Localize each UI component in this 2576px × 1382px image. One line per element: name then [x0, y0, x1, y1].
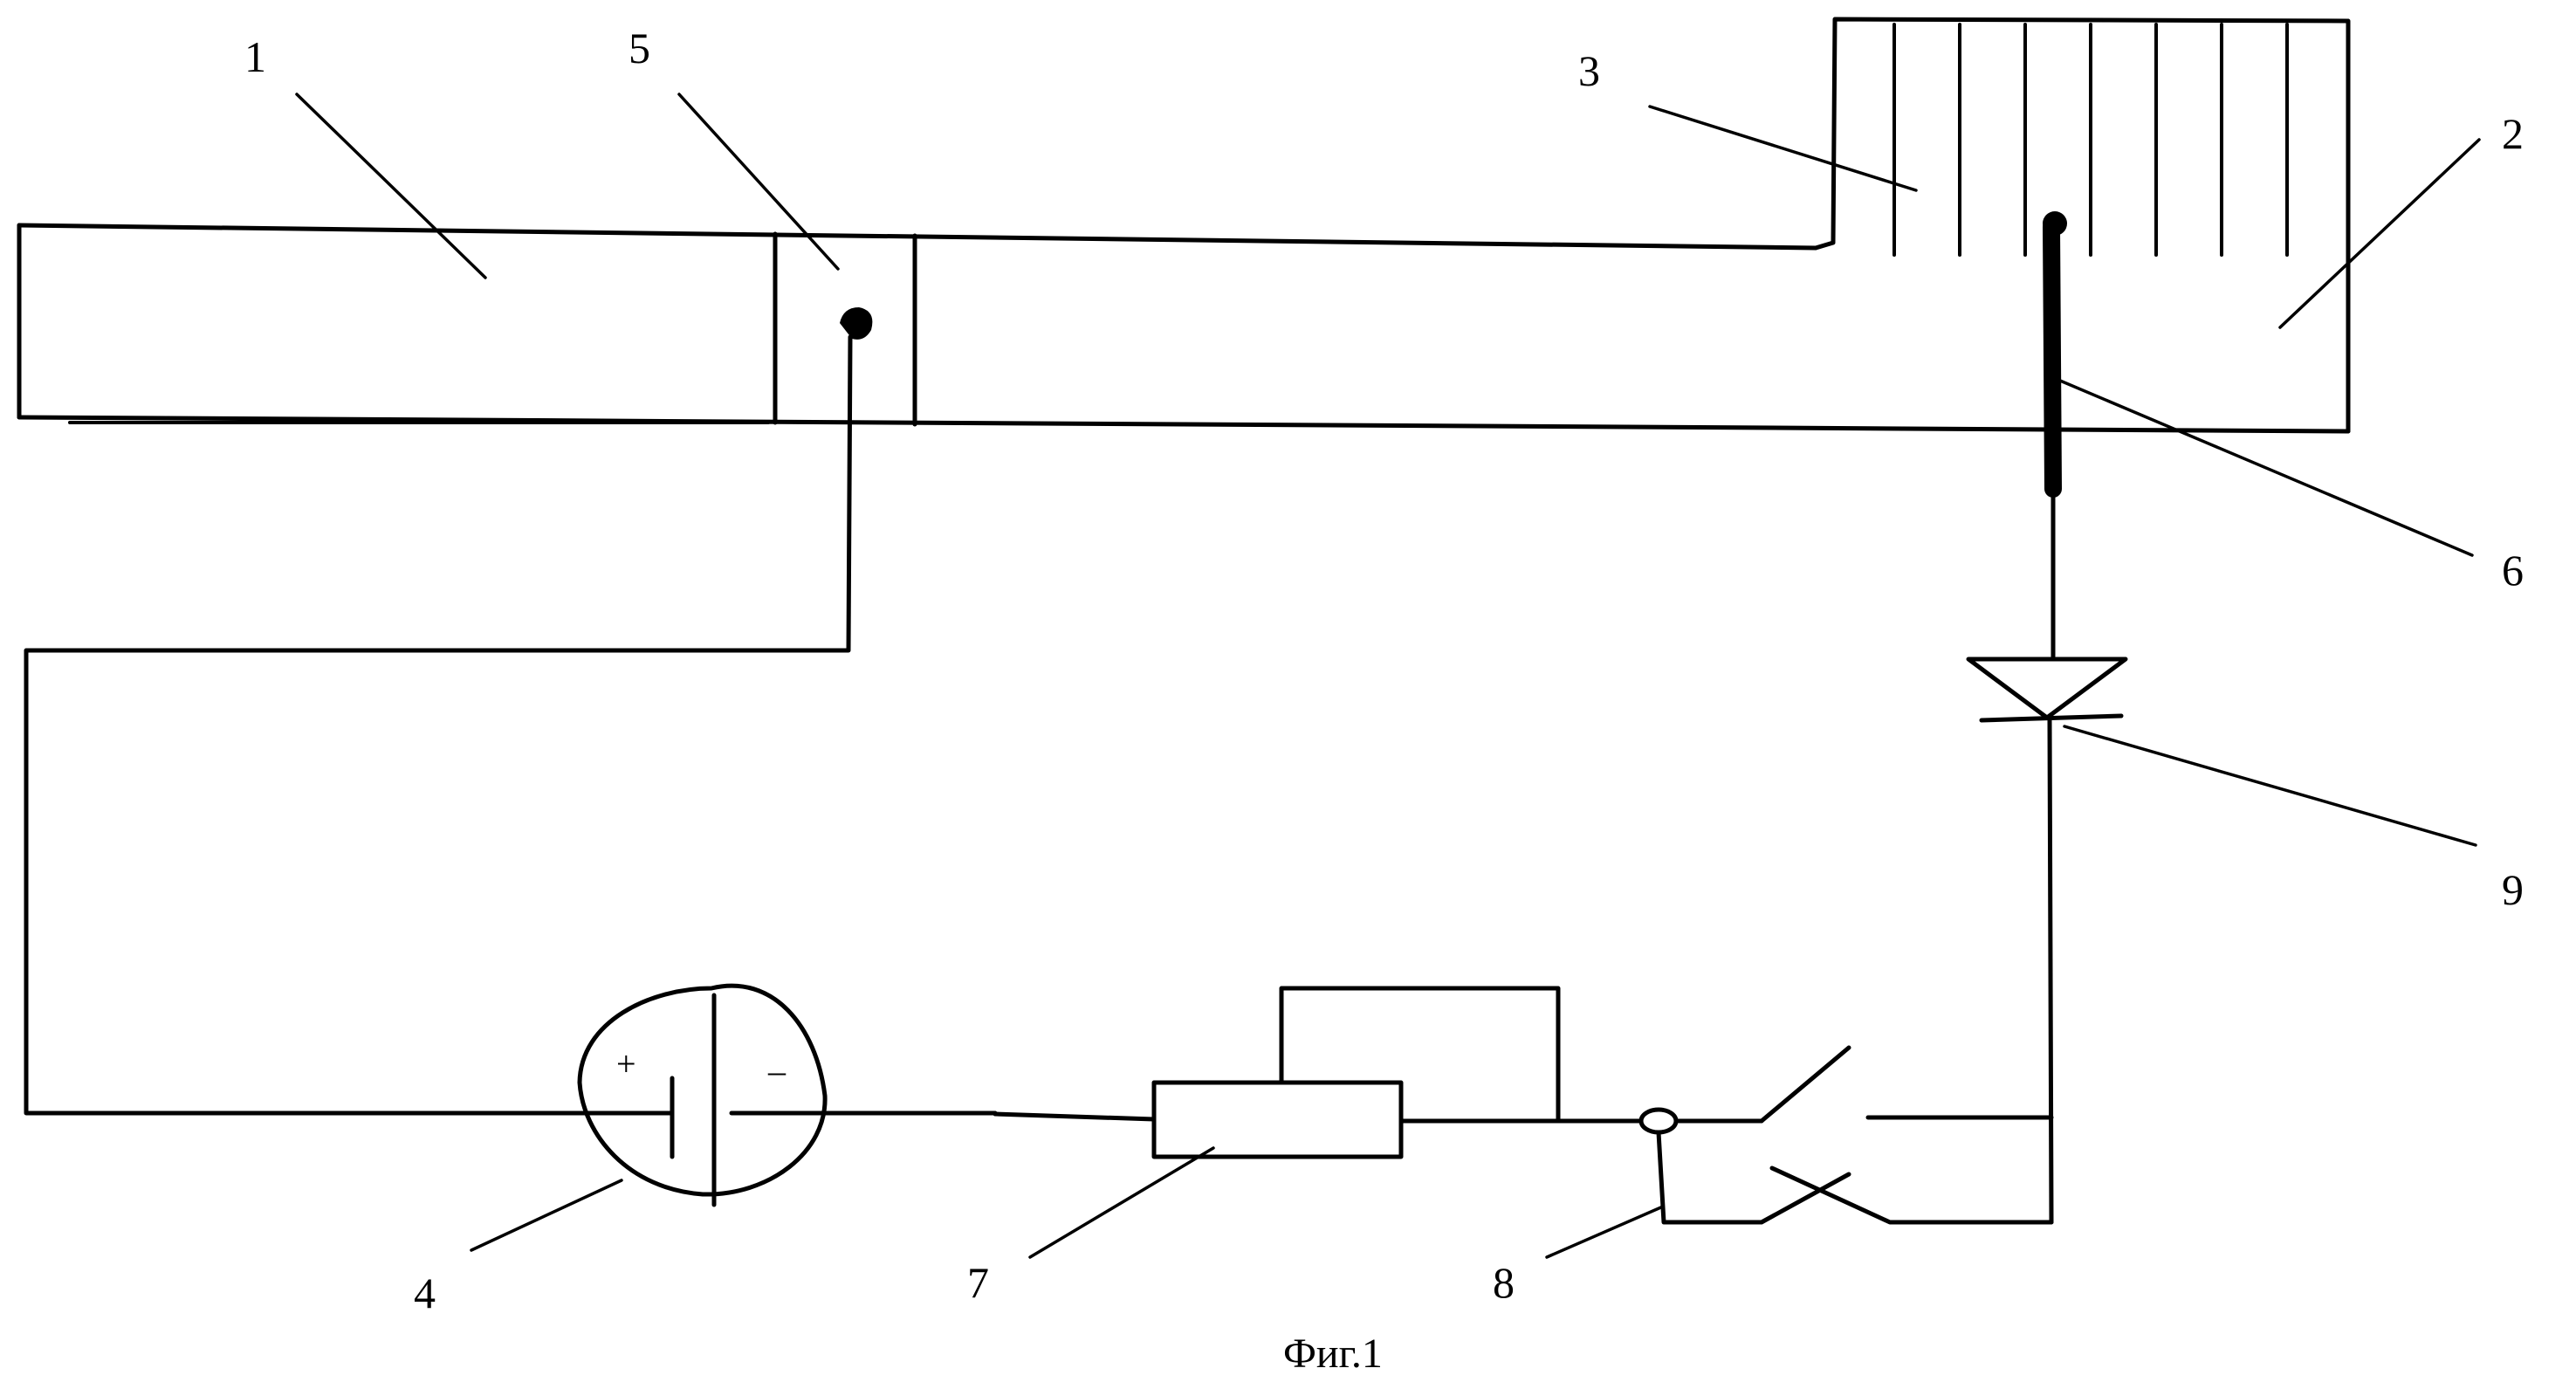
battery-plus-sign: + [616, 1044, 636, 1083]
electrode-left [26, 307, 872, 1113]
label-9: 9 [2502, 865, 2524, 914]
battery-minus-sign: – [767, 1051, 787, 1090]
label-6: 6 [2502, 546, 2524, 595]
channel-body [19, 225, 2348, 431]
figure-caption: Фиг.1 [1283, 1330, 1383, 1377]
wire-battery-resistor [995, 1114, 1154, 1119]
label-4: 4 [414, 1269, 436, 1317]
label-5: 5 [629, 24, 650, 72]
rheostat-symbol [1154, 988, 1641, 1157]
label-7: 7 [967, 1258, 989, 1307]
label-1: 1 [244, 32, 266, 81]
label-3: 3 [1578, 46, 1600, 95]
label-2: 2 [2502, 109, 2524, 158]
label-8: 8 [1493, 1258, 1515, 1307]
diode-symbol [1968, 659, 2126, 1222]
electrode-rod [2043, 211, 2067, 657]
switch-symbol [1641, 1048, 2051, 1222]
battery-symbol: + – [580, 986, 995, 1205]
fins [1894, 24, 2287, 255]
